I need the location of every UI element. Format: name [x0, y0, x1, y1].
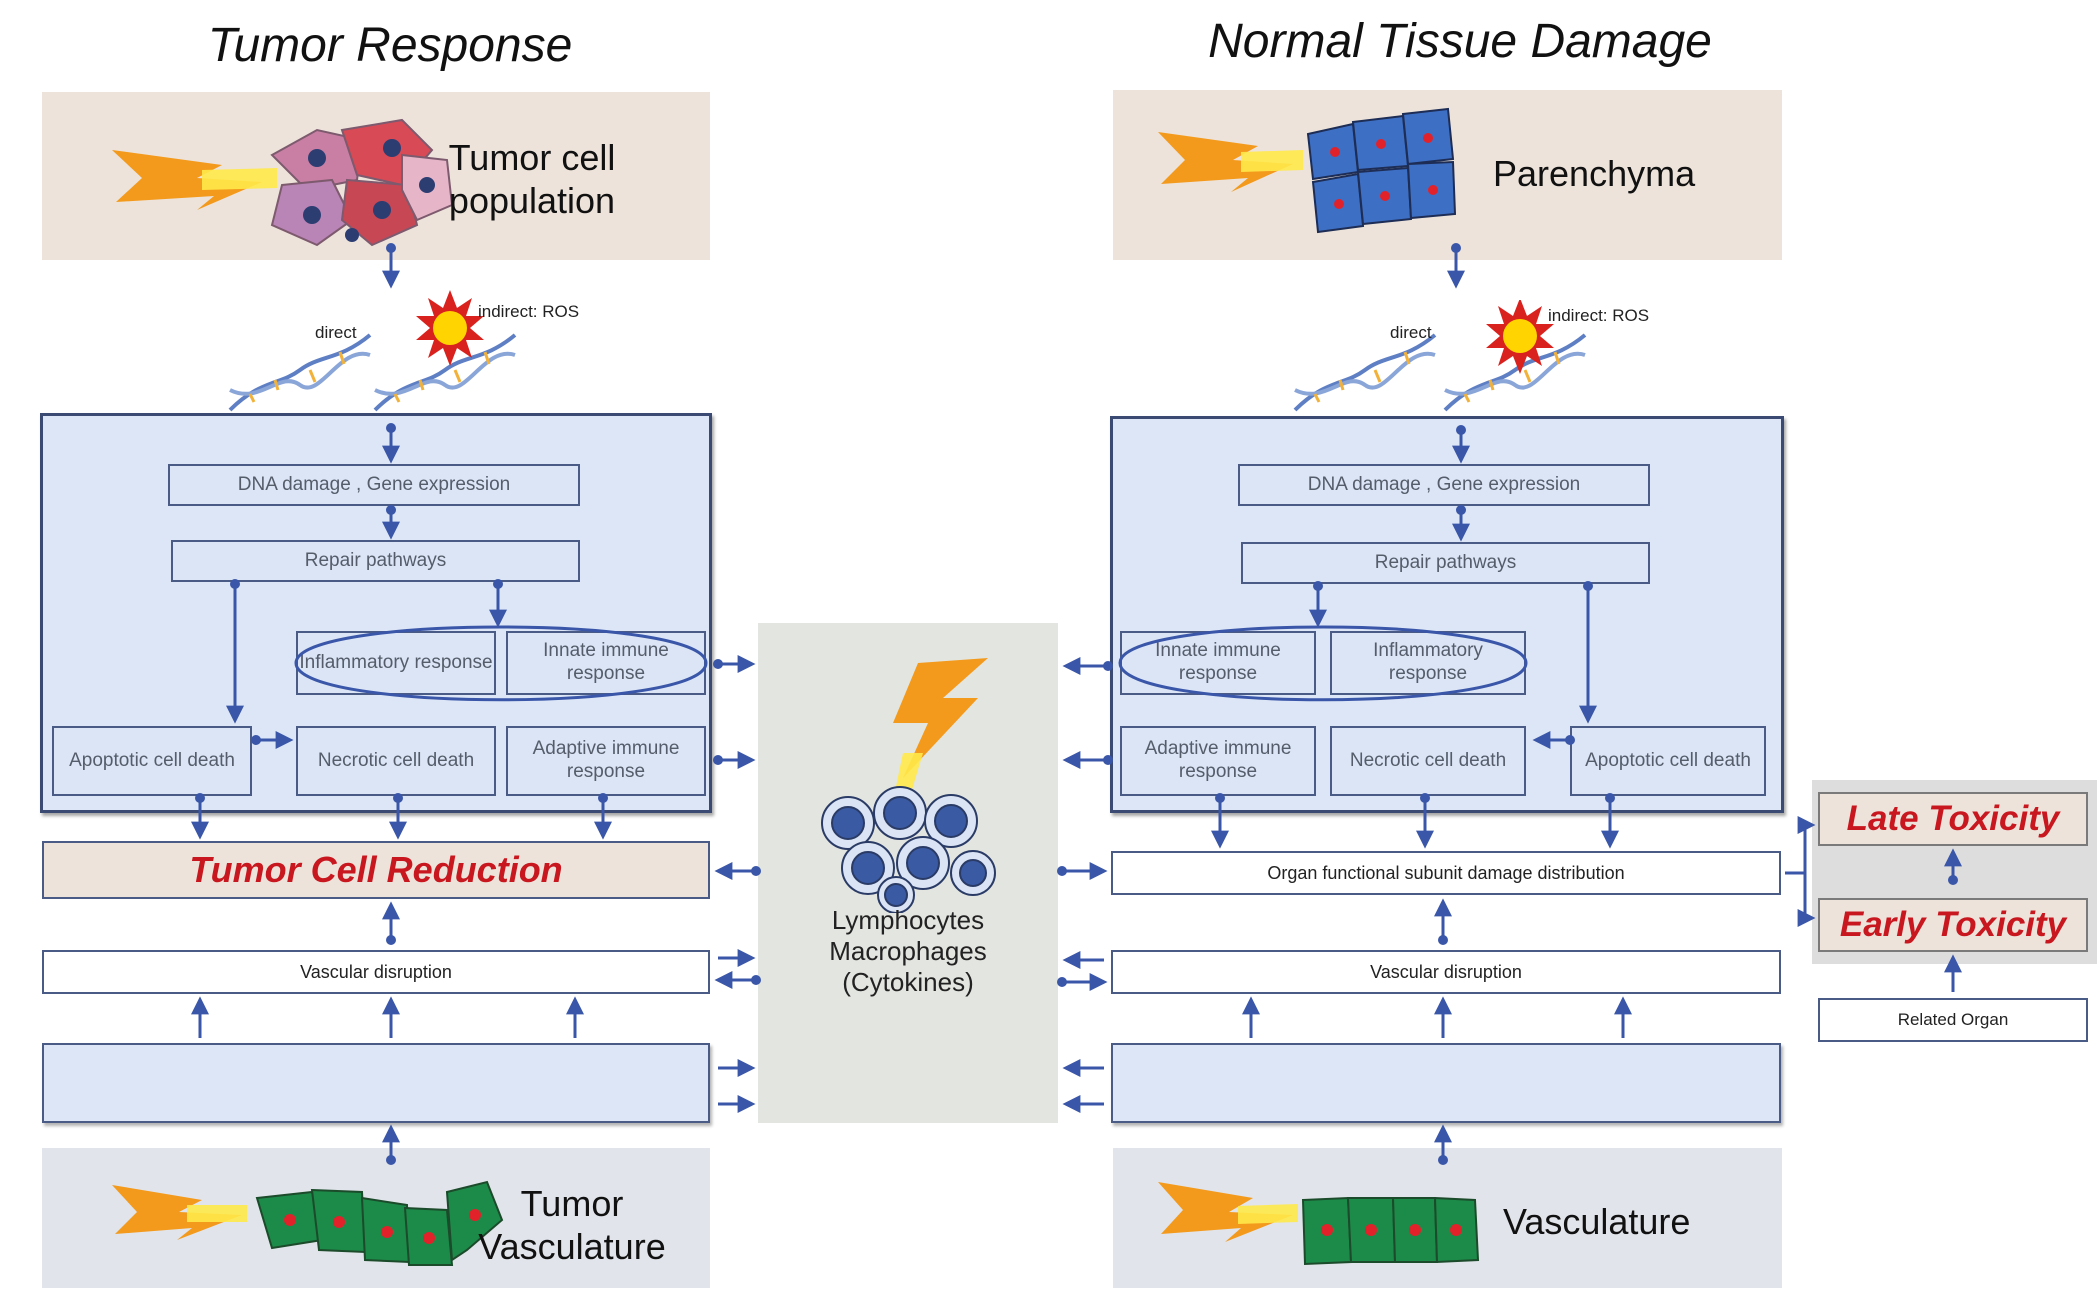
tumor-vascular-response-box	[42, 1043, 710, 1123]
normal-dna-damage-icon	[1293, 300, 1587, 412]
normal-repair-pathways-box: Repair pathways	[1241, 542, 1650, 584]
normal-direct-label: direct	[1390, 323, 1432, 342]
tumor-innate-immune-box: Innate immune response	[506, 631, 706, 695]
ros-sun-icon	[416, 290, 484, 366]
tumor-dna-damage-icon	[228, 290, 517, 412]
organ-subunit-damage-box: Organ functional subunit damage distribu…	[1111, 851, 1781, 895]
immune-cells-panel: Lymphocytes Macrophages (Cytokines)	[758, 623, 1058, 1123]
parenchyma-panel: Parenchyma	[1113, 90, 1782, 260]
tumor-necrotic-cell-death-box: Necrotic cell death	[296, 726, 496, 796]
tumor-cell-population-label: Tumor cell population	[448, 137, 616, 222]
lymphocytes-cluster-icon	[821, 658, 996, 913]
lymphocytes-macrophages-label: Lymphocytes Macrophages (Cytokines)	[829, 905, 987, 998]
tumor-direct-label: direct	[315, 323, 357, 342]
ros-sun-icon	[1486, 300, 1554, 374]
normal-tissue-title: Normal Tissue Damage	[1208, 15, 1712, 68]
normal-indirect-ros-label: indirect: ROS	[1548, 306, 1650, 325]
tumor-cells-radiation-icon	[112, 118, 454, 247]
tumor-dna-damage-box: DNA damage , Gene expression	[168, 464, 580, 506]
tumor-cell-reduction-box: Tumor Cell Reduction	[42, 841, 710, 899]
tumor-adaptive-immune-box: Adaptive immune response	[506, 726, 706, 796]
normal-apoptotic-cell-death-box: Apoptotic cell death	[1570, 726, 1766, 796]
normal-adaptive-immune-box: Adaptive immune response	[1120, 726, 1316, 796]
parenchyma-cells-radiation-icon	[1158, 107, 1457, 234]
normal-vasculature-label: Vasculature	[1503, 1201, 1691, 1242]
tumor-cell-population-panel: Tumor cell population	[42, 92, 710, 260]
tumor-vasculature-cells-icon	[112, 1180, 504, 1266]
normal-vasculature-panel: Vasculature	[1113, 1148, 1782, 1288]
tumor-vasculature-panel: Tumor Vasculature	[42, 1148, 710, 1288]
tumor-vascular-disruption-box: Vascular disruption	[42, 950, 710, 994]
tumor-indirect-ros-label: indirect: ROS	[478, 302, 580, 321]
tumor-apoptotic-cell-death-box: Apoptotic cell death	[52, 726, 252, 796]
tumor-vasculature-label: Tumor Vasculature	[478, 1183, 666, 1268]
normal-dna-damage-box: DNA damage , Gene expression	[1238, 464, 1650, 506]
normal-vascular-response-box	[1111, 1043, 1781, 1123]
normal-vascular-disruption-box: Vascular disruption	[1111, 950, 1781, 994]
tumor-response-title: Tumor Response	[207, 19, 573, 72]
normal-vasculature-cells-icon	[1158, 1182, 1480, 1266]
early-toxicity-box: Early Toxicity	[1818, 898, 2088, 952]
normal-necrotic-cell-death-box: Necrotic cell death	[1330, 726, 1526, 796]
tumor-repair-pathways-box: Repair pathways	[171, 540, 580, 582]
parenchyma-label: Parenchyma	[1493, 153, 1696, 194]
late-toxicity-box: Late Toxicity	[1818, 792, 2088, 846]
related-organ-box: Related Organ	[1818, 998, 2088, 1042]
